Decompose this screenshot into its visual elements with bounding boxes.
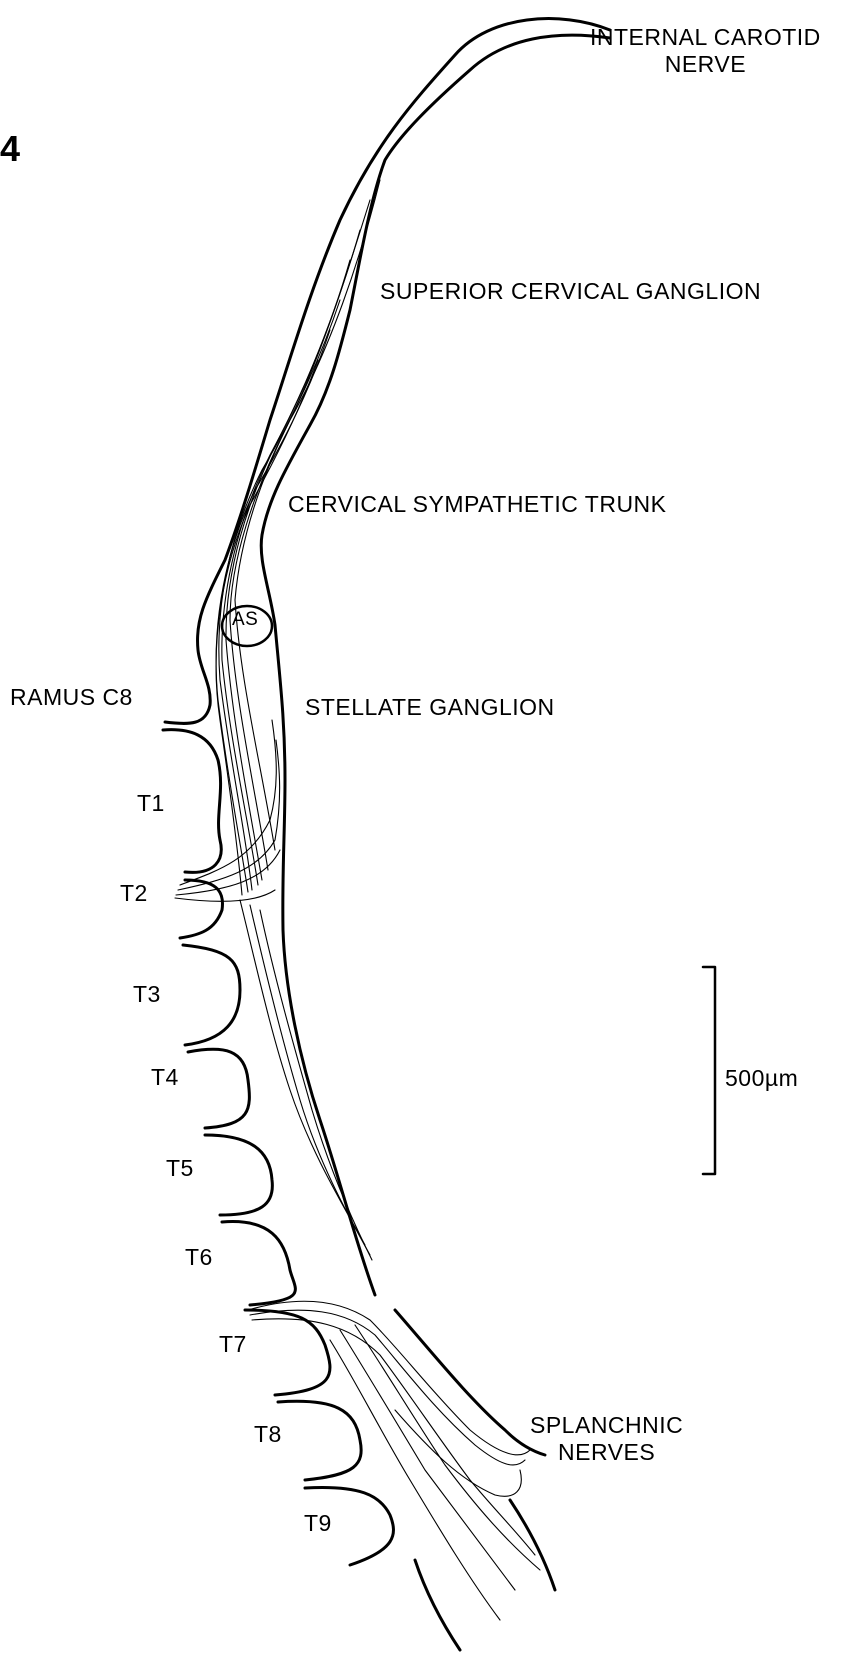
ramus-t8-label: T8 — [254, 1421, 282, 1448]
ramus-t7-label: T7 — [219, 1331, 247, 1358]
chain-outline-left — [163, 19, 610, 1305]
cervical-sympathetic-trunk-label: CERVICAL SYMPATHETIC TRUNK — [288, 491, 667, 518]
scale-bar-label: 500µm — [725, 1065, 798, 1092]
accessory-ganglion-label: AS — [232, 606, 258, 633]
ramus-t2-label: T2 — [120, 880, 148, 907]
internal-carotid-label-line2: NERVE — [590, 51, 821, 78]
ramus-t4-label: T4 — [151, 1064, 179, 1091]
chain-outline-right — [261, 35, 610, 1295]
splanchnic-label-line2: NERVES — [530, 1439, 683, 1466]
internal-carotid-nerve-label: INTERNAL CAROTID NERVE — [590, 24, 821, 78]
ramus-c8-label: RAMUS C8 — [10, 684, 133, 711]
fiber-tracings — [175, 180, 540, 1620]
figure-number: 4 — [0, 128, 20, 170]
scale-bar-line — [703, 967, 715, 1174]
ramus-t6-label: T6 — [185, 1244, 213, 1271]
splanchnic-nerves-label: SPLANCHNIC NERVES — [530, 1412, 683, 1466]
ramus-t1-label: T1 — [137, 790, 165, 817]
stellate-ganglion-label: STELLATE GANGLION — [305, 694, 555, 721]
ramus-t3-label: T3 — [133, 981, 161, 1008]
splanchnic-label-line1: SPLANCHNIC — [530, 1412, 683, 1439]
ramus-t9-label: T9 — [304, 1510, 332, 1537]
superior-cervical-ganglion-label: SUPERIOR CERVICAL GANGLION — [380, 278, 761, 305]
lower-chain-right — [395, 1310, 555, 1650]
internal-carotid-label-line1: INTERNAL CAROTID — [590, 24, 821, 51]
ramus-t5-label: T5 — [166, 1155, 194, 1182]
